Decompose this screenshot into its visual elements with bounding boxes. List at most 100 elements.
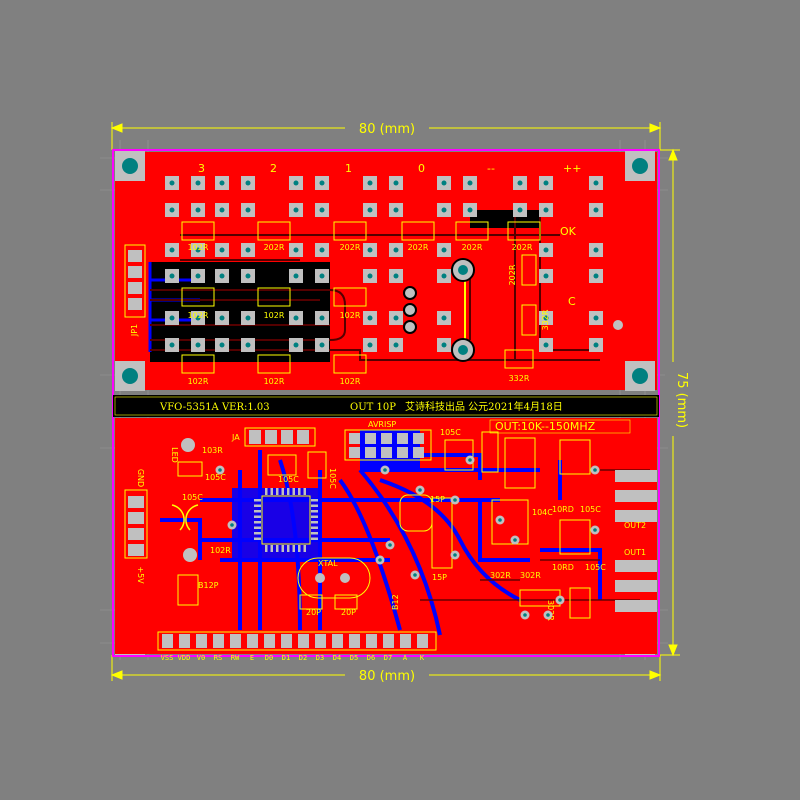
via-hole [388, 543, 392, 547]
lcd-pin [162, 634, 173, 648]
lcd-pin [366, 634, 377, 648]
via-hole [593, 468, 597, 472]
lcd-pin [332, 634, 343, 648]
r9-label: 102R [340, 311, 361, 320]
pad-hole [219, 342, 225, 348]
key-label-1: 1 [345, 162, 352, 175]
pad-hole [517, 180, 523, 186]
pad-hole [319, 315, 325, 321]
ja-label: JA [231, 433, 240, 442]
osc-cap-outline [431, 497, 453, 569]
r15-label: 332R [509, 374, 530, 383]
pad-hole [245, 247, 251, 253]
upper-board: 3 2 1 0 -- ++ OK C JP1 [115, 152, 657, 390]
dimension-bottom-label: 80 (mm) [359, 669, 415, 684]
lcd-pin [264, 634, 275, 648]
via-hole [453, 498, 457, 502]
key-label-minus: -- [487, 162, 495, 175]
pad-hole [169, 342, 175, 348]
via-hole [498, 518, 502, 522]
jp1-pads [128, 250, 142, 310]
comp-20p-b: 20P [341, 608, 356, 617]
dim-right-bg [665, 362, 681, 436]
key-label-3: 3 [198, 162, 205, 175]
pad-hole [367, 342, 373, 348]
pad-hole [195, 247, 201, 253]
out-label-box [489, 419, 631, 434]
mcu-pin [303, 545, 306, 552]
output-section [491, 439, 591, 619]
mcu-pin [303, 488, 306, 495]
lcd-pin [230, 634, 241, 648]
key-label-0: 0 [418, 162, 425, 175]
banner-middle-text: OUT 10P [350, 402, 396, 413]
cap-20p-b [334, 594, 358, 610]
comp-105c-c: 105C [328, 468, 337, 489]
banner-left-text: VFO-5351A VER:1.03 [159, 402, 270, 413]
r4-label: 202R [408, 243, 429, 252]
mcu-pin [311, 526, 318, 529]
pad-hole [393, 247, 399, 253]
via-hole [558, 598, 562, 602]
avrisp-pin [349, 433, 360, 444]
comp-15p-a: 15P [430, 495, 445, 504]
pad-hole [593, 207, 599, 213]
mcu-pin [254, 537, 261, 540]
pad-hole [543, 315, 549, 321]
comp-105c-e: 105C [580, 505, 601, 514]
lcd-pin-label: RW [231, 654, 240, 662]
jp1-outline [124, 244, 146, 318]
avrisp-pin [413, 433, 424, 444]
via-hole [378, 558, 382, 562]
lcd-pin [349, 634, 360, 648]
pad-hole [467, 180, 473, 186]
pad-hole [441, 342, 447, 348]
avrisp-pin [365, 447, 376, 458]
lcd-pin-label: V0 [197, 654, 205, 662]
lcd-pin-label: RS [214, 654, 222, 662]
r3-label: 202R [340, 243, 361, 252]
ja-outline [244, 427, 316, 447]
comp-302r-b: 302R [490, 571, 511, 580]
pad-hole [393, 273, 399, 279]
comp-102r: 102R [210, 546, 231, 555]
lcd-pin-label: VDD [178, 654, 191, 662]
banner: VFO-5351A VER:1.03 OUT 10P 艾诗科技出品 公元2021… [113, 395, 659, 417]
upper-void-top [470, 210, 540, 228]
key-label-c: C [568, 295, 576, 308]
via-hole [546, 613, 550, 617]
pad-hole [467, 207, 473, 213]
pad-hole [543, 207, 549, 213]
lcd-pin-label: D3 [316, 654, 324, 662]
mcu-pin [254, 510, 261, 513]
encoder-pads [403, 258, 623, 362]
avrisp-pin [397, 433, 408, 444]
banner-right-text: 艾诗科技出品 公元2021年4月18日 [405, 400, 563, 413]
comp-xtal: XTAL [318, 559, 338, 568]
comp-302r-a: 105C [182, 493, 203, 502]
pad-hole [245, 342, 251, 348]
dim-bottom-bg [345, 667, 429, 683]
mcu-pin [254, 515, 261, 518]
avrisp-pins [349, 433, 424, 458]
via-hole [513, 538, 517, 542]
pad-hole [245, 180, 251, 186]
r14-label: 332R [541, 309, 550, 330]
sma-out2 [615, 470, 657, 522]
lcd-pin-label: D5 [350, 654, 358, 662]
pad-hole [441, 180, 447, 186]
mounting-hole-icon [632, 158, 648, 174]
lcd-pin-label: E [250, 654, 254, 662]
jp1-label: JP1 [130, 324, 139, 337]
comp-103r: 103R [202, 446, 223, 455]
lcd-header-outline [157, 631, 437, 651]
pad-hole [319, 342, 325, 348]
reg-outline [504, 437, 536, 489]
via-hole [218, 468, 222, 472]
mcu-pin [281, 488, 284, 495]
pad-hole [593, 247, 599, 253]
pad-hole [543, 342, 549, 348]
pad-hole [293, 247, 299, 253]
mcu-pin [311, 515, 318, 518]
